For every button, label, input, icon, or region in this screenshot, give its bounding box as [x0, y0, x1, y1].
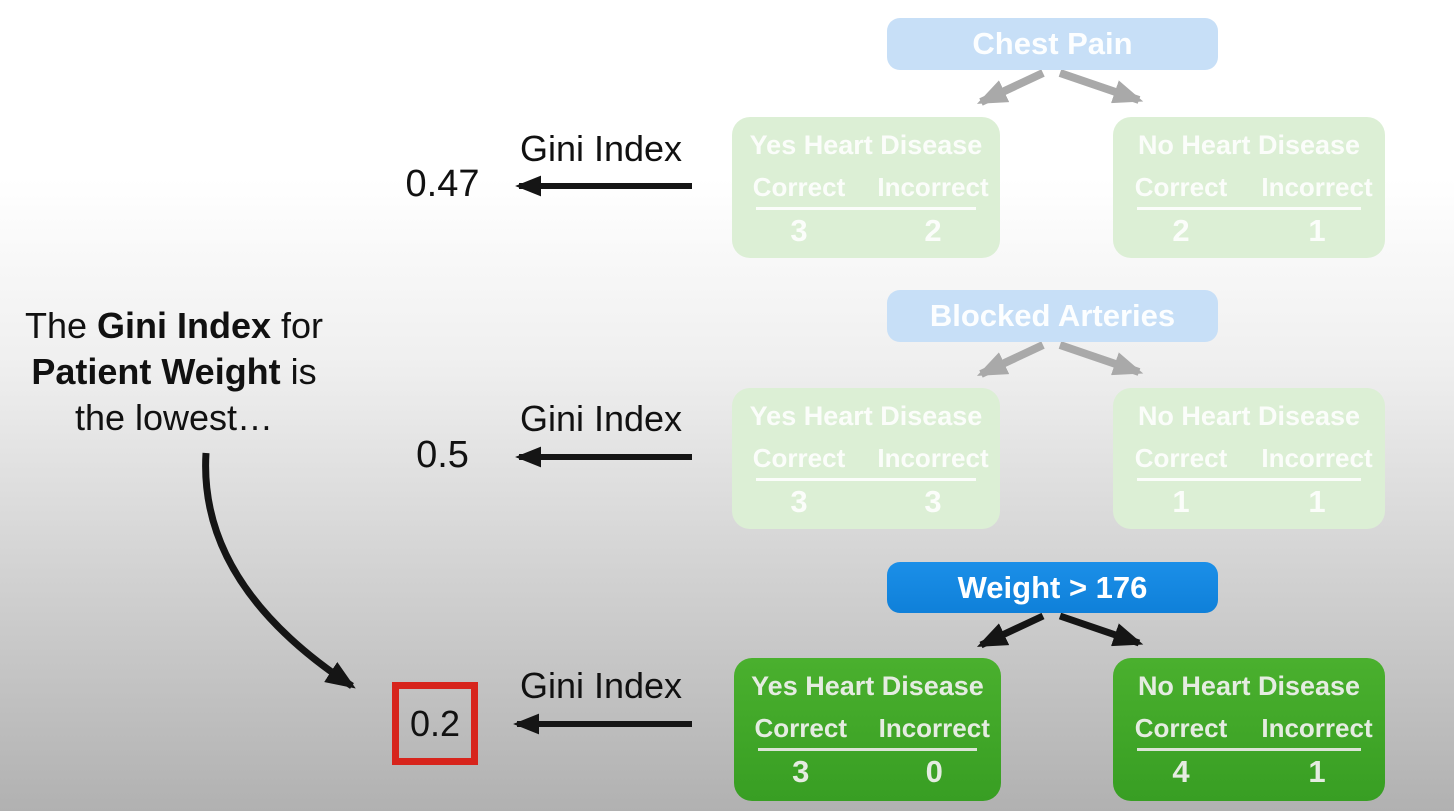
leaf-title: Yes Heart Disease: [749, 401, 983, 431]
tree3-left-leaf: Yes Heart Disease Correct Incorrect 3 0: [734, 658, 1001, 801]
leaf-col-correct: Correct: [752, 443, 846, 473]
leaf-val-correct: 4: [1172, 754, 1190, 789]
tree3-gini-value: 0.2: [409, 702, 461, 744]
leaf-val-correct: 3: [790, 213, 808, 248]
tree3-root-node: Weight > 176: [887, 562, 1218, 613]
tree1-gini-value: 0.47: [405, 163, 480, 205]
annotation-line1-post: for: [271, 305, 324, 346]
tree2-left-leaf: Yes Heart Disease Correct Incorrect 3 3: [732, 388, 1000, 529]
leaf-val-incorrect: 1: [1308, 213, 1326, 248]
leaf-col-correct: Correct: [754, 713, 847, 743]
leaf-val-incorrect: 1: [1308, 484, 1326, 519]
leaf-col-incorrect: Incorrect: [1261, 443, 1373, 473]
annotation-line3: the lowest…: [74, 397, 274, 438]
leaf-col-incorrect: Incorrect: [1261, 172, 1373, 202]
leaf-title: No Heart Disease: [1137, 401, 1361, 431]
leaf-col-correct: Correct: [1134, 172, 1228, 202]
annotation-line2-post: is: [280, 351, 317, 392]
tree2-gini-value: 0.5: [416, 434, 469, 476]
leaf-val-incorrect: 2: [924, 213, 942, 248]
leaf-col-incorrect: Incorrect: [877, 443, 989, 473]
tree2-root-node: Blocked Arteries: [887, 290, 1218, 342]
leaf-title: Yes Heart Disease: [749, 130, 983, 160]
leaf-val-incorrect: 1: [1308, 754, 1326, 789]
leaf-col-incorrect: Incorrect: [878, 713, 990, 743]
tree3-gini-label: Gini Index: [519, 665, 683, 706]
tree2-right-leaf: No Heart Disease Correct Incorrect 1 1: [1113, 388, 1385, 529]
tree3-right-leaf: No Heart Disease Correct Incorrect 4 1: [1113, 658, 1385, 801]
annotation-line2-bold: Patient Weight: [31, 351, 281, 392]
leaf-val-correct: 2: [1172, 213, 1190, 248]
leaf-title: Yes Heart Disease: [751, 671, 984, 701]
tree1-gini-label: Gini Index: [519, 128, 683, 169]
annotation-curved-arrow: [202, 452, 356, 689]
leaf-divider: [1137, 478, 1361, 481]
leaf-val-incorrect: 0: [925, 754, 943, 789]
tree2-branch-right-arrow: [1058, 341, 1144, 376]
leaf-divider: [1137, 748, 1361, 751]
annotation-line1-bold: Gini Index: [97, 305, 272, 346]
gini-highlight-box: 0.2: [392, 682, 478, 765]
tree1-right-leaf: No Heart Disease Correct Incorrect 2 1: [1113, 117, 1385, 258]
leaf-val-incorrect: 3: [924, 484, 942, 519]
leaf-title: No Heart Disease: [1137, 671, 1361, 701]
leaf-col-correct: Correct: [1134, 713, 1228, 743]
leaf-divider: [1137, 207, 1361, 210]
leaf-divider: [756, 207, 976, 210]
leaf-col-correct: Correct: [752, 172, 846, 202]
tree2-gini-label: Gini Index: [519, 398, 683, 439]
tree3-branch-right-arrow: [1058, 612, 1144, 647]
tree2-branch-left-arrow: [976, 341, 1045, 378]
annotation-line1-pre: The: [24, 305, 97, 346]
tree1-root-node: Chest Pain: [887, 18, 1218, 70]
leaf-divider: [756, 478, 976, 481]
leaf-title: No Heart Disease: [1137, 130, 1361, 160]
leaf-val-correct: 3: [792, 754, 810, 789]
tree1-left-leaf: Yes Heart Disease Correct Incorrect 3 2: [732, 117, 1000, 258]
leaf-col-incorrect: Incorrect: [1261, 713, 1373, 743]
annotation-text: The Gini Index for Patient Weight is the…: [0, 303, 348, 441]
tree3-branch-left-arrow: [976, 612, 1045, 649]
tree1-branch-left-arrow: [976, 69, 1045, 106]
leaf-val-correct: 1: [1172, 484, 1190, 519]
leaf-divider: [758, 748, 977, 751]
leaf-col-correct: Correct: [1134, 443, 1228, 473]
tree1-branch-right-arrow: [1058, 69, 1144, 104]
leaf-val-correct: 3: [790, 484, 808, 519]
leaf-col-incorrect: Incorrect: [877, 172, 989, 202]
